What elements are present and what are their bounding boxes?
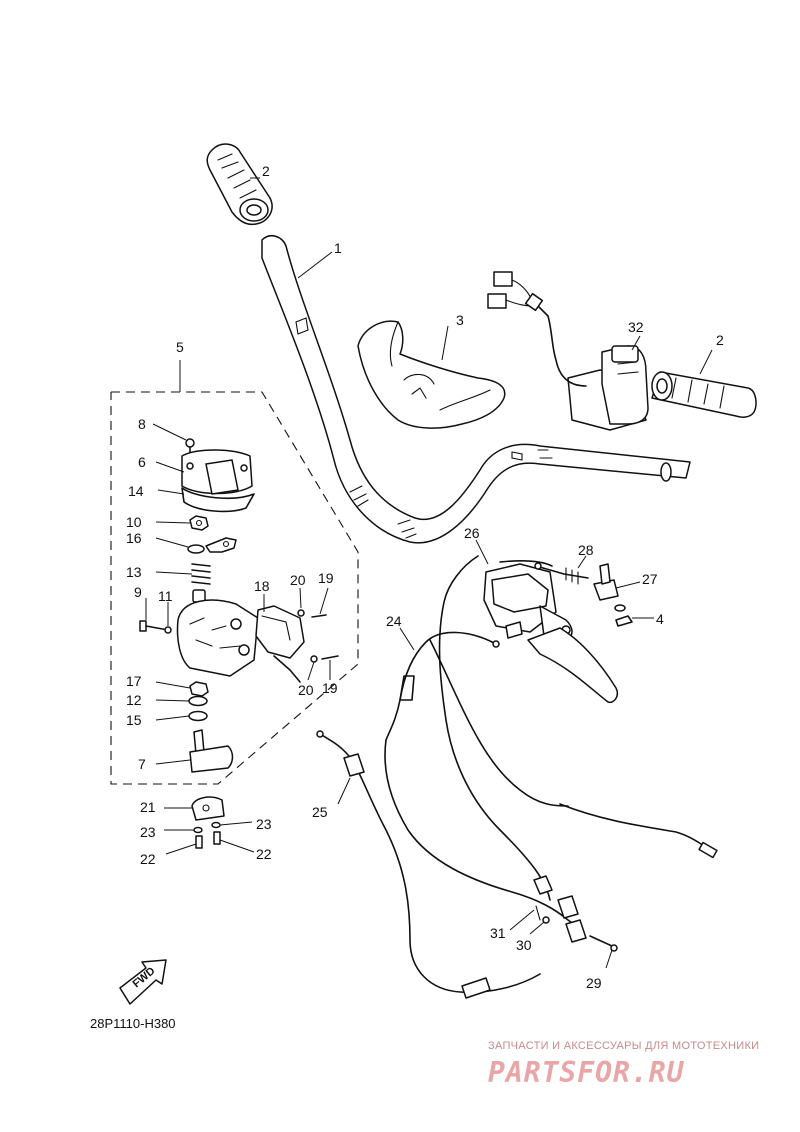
callout-16: 16 bbox=[126, 530, 142, 546]
callout-2-left: 2 bbox=[262, 163, 270, 179]
assembly-5-boundary bbox=[110, 391, 359, 785]
callout-22-right: 22 bbox=[256, 846, 272, 862]
callout-28: 28 bbox=[578, 542, 594, 558]
callout-32: 32 bbox=[628, 319, 644, 335]
callout-10: 10 bbox=[126, 514, 142, 530]
callout-20-top: 20 bbox=[290, 572, 306, 588]
handlebar-cover bbox=[357, 320, 506, 429]
callout-23-right: 23 bbox=[256, 816, 272, 832]
throttle-cable-24 bbox=[384, 631, 583, 931]
switch-upper-case-6 bbox=[181, 449, 253, 495]
fwd-arrow: FWD bbox=[119, 959, 167, 1005]
callout-15: 15 bbox=[126, 712, 142, 728]
callout-25: 25 bbox=[312, 804, 328, 820]
handlebar bbox=[261, 235, 691, 544]
callout-20-bottom: 20 bbox=[298, 682, 314, 698]
callout-24: 24 bbox=[386, 613, 402, 629]
washers-23 bbox=[193, 821, 221, 834]
nut-10 bbox=[189, 515, 209, 531]
callout-8: 8 bbox=[138, 416, 146, 432]
callout-30: 30 bbox=[516, 937, 532, 953]
left-grip bbox=[206, 143, 273, 226]
brake-switch-cable-28 bbox=[534, 562, 589, 585]
callout-18: 18 bbox=[254, 578, 270, 594]
callout-14: 14 bbox=[128, 483, 144, 499]
switch-lower-case bbox=[176, 599, 259, 677]
watermark-tagline: ЗАПЧАСТИ И АКСЕССУАРЫ ДЛЯ МОТОТЕХНИКИ bbox=[488, 1040, 759, 1052]
callout-13: 13 bbox=[126, 564, 142, 580]
spring-13 bbox=[191, 563, 211, 603]
screw-9 bbox=[139, 620, 172, 634]
callout-labels: 1 2 2 3 4 5 6 7 8 9 10 11 12 13 14 15 16… bbox=[126, 163, 724, 991]
callout-31: 31 bbox=[490, 925, 506, 941]
callout-6: 6 bbox=[138, 454, 146, 470]
throttle-wire-connector bbox=[487, 271, 587, 387]
gasket-14 bbox=[181, 487, 255, 513]
callout-29: 29 bbox=[586, 975, 602, 991]
callout-9: 9 bbox=[134, 584, 142, 600]
washer-16-lever bbox=[187, 537, 237, 554]
throttle-housing bbox=[567, 345, 649, 431]
callout-23-left: 23 bbox=[140, 824, 156, 840]
choke-lever-18 bbox=[255, 605, 305, 683]
watermark: ЗАПЧАСТИ И АКСЕССУАРЫ ДЛЯ МОТОТЕХНИКИ PA… bbox=[488, 1040, 759, 1089]
callout-12: 12 bbox=[126, 692, 142, 708]
callout-22-left: 22 bbox=[140, 851, 156, 867]
watermark-logo: PARTSFOR.RU bbox=[488, 1056, 685, 1089]
screws-19-washers-20 bbox=[297, 609, 339, 663]
bolts-22 bbox=[195, 831, 221, 849]
callout-19-bottom: 19 bbox=[322, 680, 338, 696]
callout-11: 11 bbox=[158, 588, 173, 604]
choke-cable-25 bbox=[316, 730, 541, 999]
switch-knob-7 bbox=[189, 729, 234, 773]
diagram-code: 28P1110-H380 bbox=[90, 1016, 176, 1031]
callout-27: 27 bbox=[642, 571, 658, 587]
callout-1: 1 bbox=[334, 240, 342, 256]
brake-master-cylinder bbox=[483, 563, 619, 704]
callout-5: 5 bbox=[176, 339, 184, 355]
callout-3: 3 bbox=[456, 312, 464, 328]
clamp-21 bbox=[191, 796, 225, 821]
leader-lines bbox=[145, 177, 713, 969]
right-grip bbox=[651, 371, 757, 418]
cable-fittings-29-31 bbox=[533, 875, 618, 952]
callout-19-top: 19 bbox=[318, 570, 334, 586]
nut-17-washers-12-15 bbox=[188, 681, 209, 722]
callout-7: 7 bbox=[138, 756, 146, 772]
callout-17: 17 bbox=[126, 673, 142, 689]
callout-4: 4 bbox=[656, 611, 664, 627]
brake-cable-26 bbox=[429, 555, 718, 901]
callout-2-right: 2 bbox=[716, 332, 724, 348]
callout-21: 21 bbox=[140, 799, 156, 815]
callout-26: 26 bbox=[464, 525, 480, 541]
brake-adjuster-27 bbox=[593, 563, 633, 627]
